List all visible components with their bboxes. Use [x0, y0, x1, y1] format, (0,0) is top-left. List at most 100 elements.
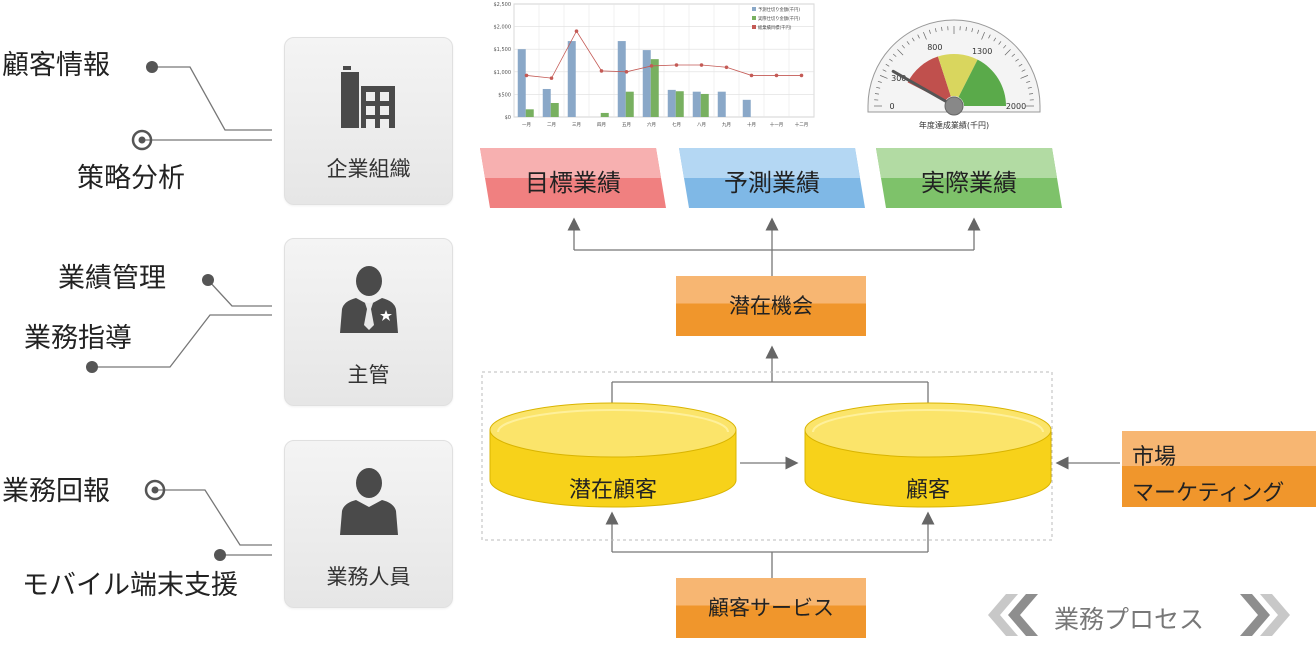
- gauge-band: [958, 59, 1006, 106]
- bar-forecast: [742, 99, 751, 117]
- legend-entry: 実際仕切り金額(千円): [758, 15, 800, 22]
- gauge-tick: [917, 34, 920, 39]
- gauge-tick: [923, 31, 927, 40]
- label-business-report: 業務回報: [2, 476, 110, 507]
- gauge-tick: [1026, 80, 1031, 83]
- y-tick-label: $1,500: [494, 47, 512, 53]
- chart-legend: 予測仕切り金額(千円)実際仕切り金額(千円)総業績目標(千円): [752, 6, 800, 31]
- gauge-band: [907, 56, 951, 102]
- target-line-point: [599, 69, 604, 73]
- gauge-tick: [1011, 53, 1016, 57]
- legend-swatch: [752, 16, 756, 20]
- bar-forecast: [642, 50, 651, 117]
- forecast-performance-shape: [679, 148, 865, 208]
- target-line-point: [674, 63, 679, 67]
- gauge-tick: [941, 26, 943, 31]
- gauge-title: 年度達成業績(千円): [919, 120, 989, 130]
- gauge-tick: [993, 37, 997, 42]
- connector-dot: [86, 361, 98, 373]
- bar-actual: [700, 93, 709, 117]
- x-tick-label: 四月: [597, 122, 606, 128]
- label-business-guidance: 業務指導: [24, 323, 132, 354]
- legend-swatch: [752, 7, 756, 11]
- gauge-tick: [1021, 69, 1026, 72]
- gauge-tick: [971, 28, 974, 33]
- opportunity-box: 潜在機会: [676, 276, 866, 336]
- role-manager-box: 主管: [284, 238, 453, 406]
- x-tick-label: 六月: [647, 121, 656, 128]
- bar-actual: [600, 112, 609, 117]
- gauge-tick-label: 300: [891, 74, 906, 83]
- target-line-point: [699, 63, 704, 67]
- gauge-tick: [981, 31, 985, 40]
- y-tick-label: $1,000: [494, 70, 512, 76]
- role-manager-label: 主管: [347, 363, 390, 387]
- customer-cylinder: [804, 402, 1052, 508]
- bar-actual: [675, 91, 684, 117]
- double-chevron-left-icon: [988, 594, 1038, 636]
- bar-actual: [625, 91, 634, 117]
- market-box: 市場 マーケティング: [1122, 431, 1316, 507]
- building-icon: [340, 66, 395, 128]
- target-line-point: [799, 73, 804, 78]
- bar-actual: [525, 109, 534, 117]
- gauge-needle: [891, 69, 956, 108]
- gauge-tick: [928, 29, 931, 34]
- bar-forecast: [667, 89, 676, 117]
- x-tick-label: 八月: [697, 122, 706, 128]
- gauge-tick: [885, 63, 890, 67]
- y-tick-label: $500: [498, 92, 511, 98]
- bar-actual: [550, 102, 559, 117]
- chart-bars: [517, 41, 751, 118]
- staff-person-icon: [339, 468, 398, 535]
- bar-forecast: [542, 88, 551, 117]
- gauge-hub: [944, 96, 964, 116]
- connector-dot: [202, 274, 214, 286]
- double-chevron-right-icon: [1240, 594, 1290, 636]
- gauge-tick: [877, 80, 882, 83]
- gauge-tick: [889, 58, 893, 62]
- label-performance-management: 業績管理: [58, 263, 166, 294]
- role-enterprise-label: 企業組織: [326, 157, 411, 181]
- target-line-point: [749, 73, 754, 78]
- connector-dot: [146, 61, 158, 73]
- customer-service-box: 顧客サービス: [676, 578, 866, 638]
- legend-entry: 予測仕切り金額(千円): [758, 6, 800, 13]
- gauge-tick: [1003, 44, 1007, 49]
- market-label-line1: 市場: [1132, 445, 1177, 470]
- gauge-tick: [998, 41, 1002, 45]
- gauge-tick: [934, 28, 937, 33]
- chart-grid: [513, 3, 815, 118]
- gauge-tick: [965, 26, 967, 31]
- actual-performance-shape: [876, 148, 1062, 208]
- x-tick-label: 二月: [547, 122, 556, 128]
- target-line-point: [574, 29, 579, 33]
- bar-forecast: [617, 41, 626, 118]
- left-connectors: [92, 66, 272, 556]
- potential-customer-cylinder: [489, 402, 737, 508]
- business-process-label: 業務プロセス: [1054, 605, 1205, 634]
- chart-target-line: [524, 29, 804, 80]
- label-mobile-support: モバイル端末支援: [22, 570, 238, 601]
- customer-label: 顧客: [905, 478, 950, 503]
- connector-dot: [214, 549, 226, 561]
- potential-customer-label: 潜在顧客: [568, 478, 657, 503]
- bar-forecast: [692, 91, 701, 117]
- gauge-tick-label: 800: [927, 43, 942, 52]
- gauge-tick: [988, 34, 991, 39]
- bar-forecast: [567, 41, 576, 118]
- gauge-tick: [1029, 93, 1034, 95]
- x-tick-label: 九月: [722, 121, 731, 128]
- market-label-line2: マーケティング: [1132, 481, 1285, 506]
- gauge-tick-label: 2000: [1006, 102, 1026, 111]
- gauge-tick: [1018, 63, 1023, 67]
- bar-forecast: [717, 91, 726, 117]
- legend-swatch: [752, 25, 756, 29]
- performance-bar-chart: $0$500$1,000$1,500$2,000$2,500一月二月三月四月五月…: [494, 2, 815, 128]
- gauge-tick: [901, 44, 905, 49]
- target-line-path: [526, 30, 802, 79]
- gauge-tick-label: 1300: [972, 47, 992, 56]
- target-line-point: [549, 76, 554, 80]
- connector-target-icon: [144, 479, 166, 501]
